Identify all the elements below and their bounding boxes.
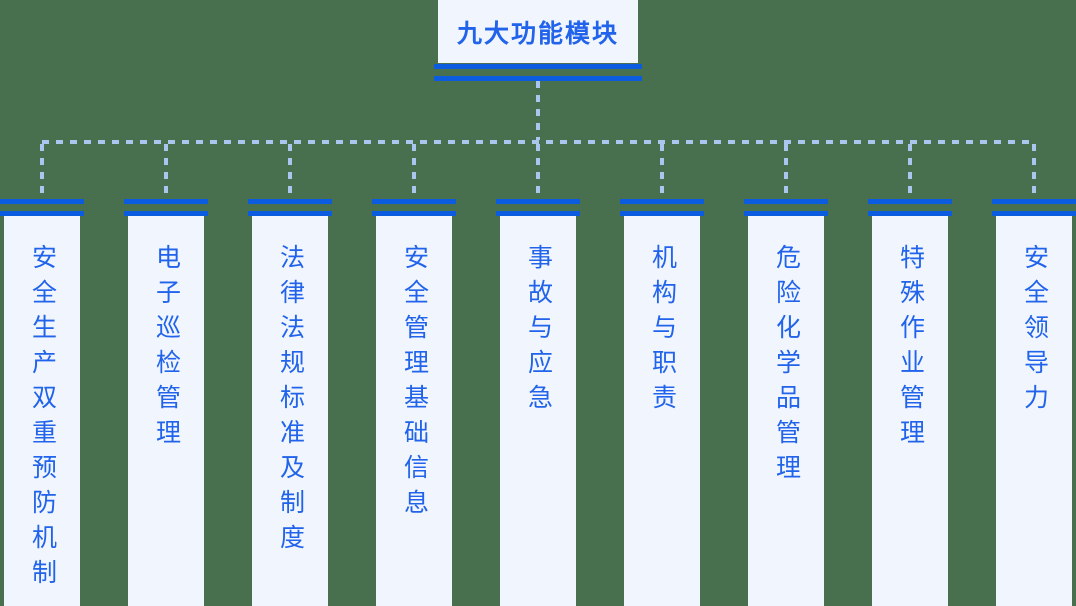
root-underline-top xyxy=(434,64,642,69)
column-topline-upper xyxy=(992,199,1076,204)
column-topline-lower xyxy=(744,211,828,216)
module-node: 安全领导力 xyxy=(996,216,1072,606)
branch-connector-line xyxy=(40,144,44,199)
column-topline-upper xyxy=(124,199,208,204)
root-node: 九大功能模块 xyxy=(438,0,638,63)
column-topline-lower xyxy=(620,211,704,216)
branch-connector-line xyxy=(288,144,292,199)
module-node: 安全管理基础信息 xyxy=(376,216,452,606)
branch-connector-line xyxy=(412,144,416,199)
column-topline-lower xyxy=(248,211,332,216)
root-connector-line xyxy=(536,81,540,140)
root-node-label: 九大功能模块 xyxy=(456,19,619,48)
column-topline-upper xyxy=(0,199,84,204)
trunk-connector-line xyxy=(42,140,1034,144)
module-node: 法律法规标准及制度 xyxy=(252,216,328,606)
branch-connector-line xyxy=(784,144,788,199)
column-topline-upper xyxy=(620,199,704,204)
module-node-label: 危险化学品管理 xyxy=(772,244,801,489)
module-node: 特殊作业管理 xyxy=(872,216,948,606)
column-topline-upper xyxy=(248,199,332,204)
branch-connector-line xyxy=(660,144,664,199)
column-topline-lower xyxy=(372,211,456,216)
module-node: 电子巡检管理 xyxy=(128,216,204,606)
branch-connector-line xyxy=(1032,144,1036,199)
module-node: 安全生产双重预防机制 xyxy=(4,216,80,606)
column-topline-upper xyxy=(744,199,828,204)
column-topline-lower xyxy=(0,211,84,216)
column-topline-lower xyxy=(496,211,580,216)
module-node-label: 法律法规标准及制度 xyxy=(276,244,305,559)
module-node-label: 电子巡检管理 xyxy=(152,244,181,454)
column-topline-upper xyxy=(372,199,456,204)
column-topline-lower xyxy=(124,211,208,216)
module-node-label: 安全生产双重预防机制 xyxy=(28,244,57,594)
module-node-label: 事故与应急 xyxy=(524,244,553,419)
module-node-label: 安全领导力 xyxy=(1020,244,1049,419)
column-topline-upper xyxy=(496,199,580,204)
module-node: 危险化学品管理 xyxy=(748,216,824,606)
column-topline-upper xyxy=(868,199,952,204)
column-topline-lower xyxy=(868,211,952,216)
branch-connector-line xyxy=(164,144,168,199)
module-node-label: 特殊作业管理 xyxy=(896,244,925,454)
module-node: 事故与应急 xyxy=(500,216,576,606)
module-node-label: 安全管理基础信息 xyxy=(400,244,429,524)
column-topline-lower xyxy=(992,211,1076,216)
branch-connector-line xyxy=(536,144,540,199)
module-node: 机构与职责 xyxy=(624,216,700,606)
module-node-label: 机构与职责 xyxy=(648,244,677,419)
root-underline-bottom xyxy=(434,76,642,81)
branch-connector-line xyxy=(908,144,912,199)
